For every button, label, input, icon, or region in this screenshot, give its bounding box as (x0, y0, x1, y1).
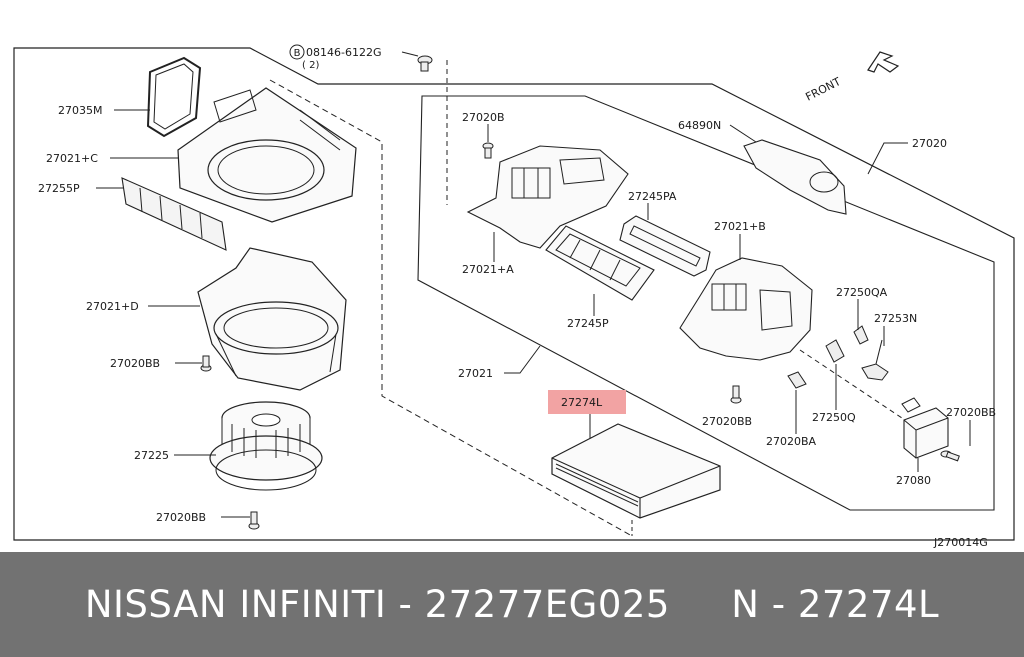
label-27080: 27080 (896, 474, 931, 487)
leader-64890N (729, 124, 757, 143)
bolt-leader (401, 51, 419, 57)
label-27020BB-right: 27020BB (946, 406, 996, 419)
inner-frame (417, 95, 995, 511)
cabin-filter-icon (551, 423, 721, 519)
blower-case-lower-icon (197, 247, 347, 391)
bolt-callout-letter: B (294, 48, 301, 59)
bolt-callout-qty: ( 2) (302, 60, 319, 71)
label-27020BB-bottom: 27020BB (156, 511, 206, 524)
heater-case-b-icon (679, 257, 813, 361)
duct-part-icon (743, 139, 847, 215)
screw-icon-left (200, 355, 212, 372)
label-27021D: 27021+D (86, 300, 139, 313)
label-27274L: 27274L (561, 396, 603, 409)
bolt-callout-number: 08146-6122G (306, 46, 381, 59)
label-64890N: 64890N (678, 119, 721, 132)
blower-motor-icon (209, 401, 323, 491)
label-27245PA: 27245PA (628, 190, 677, 203)
label-27250QA: 27250QA (836, 286, 888, 299)
gasket-part-icon (146, 56, 202, 138)
label-27245P: 27245P (567, 317, 609, 330)
label-27021A: 27021+A (462, 263, 514, 276)
label-27020BB-mid: 27020BB (702, 415, 752, 428)
label-27020B: 27020B (462, 111, 505, 124)
label-27021: 27021 (458, 367, 493, 380)
intake-case-upper-icon (177, 87, 357, 223)
outer-frame (13, 47, 1015, 541)
dashed-guide-right (799, 349, 906, 421)
front-label: FRONT (803, 75, 843, 104)
leader-27020 (867, 142, 908, 175)
link-lever-qa-icon (853, 310, 869, 345)
dashed-guide-left (269, 79, 633, 537)
label-27021C: 27021+C (46, 152, 98, 165)
bolt-callout-circle-icon (289, 44, 305, 60)
screw-icon-bottom (248, 511, 260, 530)
filter-frame-p-icon (545, 225, 655, 301)
screw-icon-right (940, 450, 960, 462)
leader-27021 (504, 345, 541, 374)
actuator-motor-icon (901, 397, 949, 459)
label-27225: 27225 (134, 449, 169, 462)
caption-text: NISSAN INFINITI - 27277EG025 N - 27274L (84, 583, 940, 626)
link-lever-q-icon (825, 339, 845, 363)
label-27021B: 27021+B (714, 220, 766, 233)
heater-case-a-icon (466, 145, 629, 249)
label-27274L-highlight (548, 390, 626, 414)
label-27253N: 27253N (874, 312, 917, 325)
bolt-screw-icon (417, 55, 433, 72)
label-27020: 27020 (912, 137, 947, 150)
screw-icon-mid (730, 385, 742, 404)
label-27020BB-left: 27020BB (110, 357, 160, 370)
label-27035M: 27035M (58, 104, 102, 117)
front-arrow-icon (867, 51, 900, 73)
parts-diagram: FRONT B 08146-6122G ( 2) 27035M 27021+C (13, 44, 1015, 549)
intake-grille-icon (121, 177, 227, 251)
diagram-code: J270014G (933, 536, 988, 549)
label-27250Q: 27250Q (812, 411, 856, 424)
filter-frame-pa-icon (619, 215, 711, 277)
link-lever-n-icon (861, 339, 889, 381)
caption-banner: NISSAN INFINITI - 27277EG025 N - 27274L (0, 552, 1024, 657)
label-27020BA: 27020BA (766, 435, 817, 448)
screw-icon-27020B (482, 142, 494, 159)
label-27255P: 27255P (38, 182, 80, 195)
clip-part-icon (787, 371, 807, 389)
